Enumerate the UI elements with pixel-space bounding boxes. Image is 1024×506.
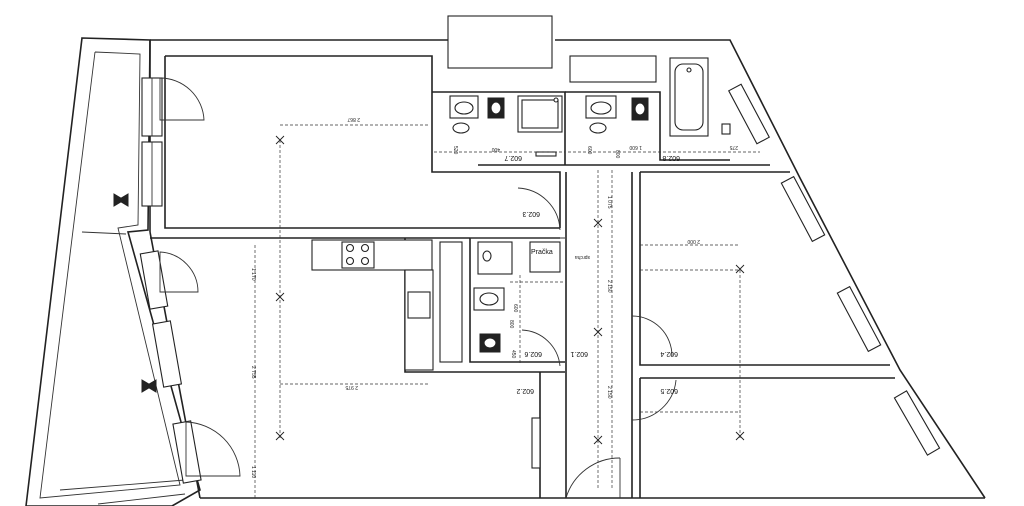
shower-label: sprcha: [575, 254, 590, 260]
doors: [159, 77, 677, 499]
dimension-text: 600: [586, 146, 592, 155]
dimension-text: 450: [510, 350, 516, 359]
outer-walls: [149, 39, 986, 499]
valve-icon: [113, 193, 129, 207]
sink-icon: [449, 95, 479, 134]
room-label-602-3: 602.3: [522, 210, 540, 217]
dimension-text: 2 867: [347, 116, 360, 122]
bathtub-icon: [669, 57, 709, 137]
dimension-text: 2 975: [345, 384, 358, 390]
toilet-icon: [631, 97, 649, 121]
exterior-box-large: [447, 15, 553, 69]
dimension-text: 800: [508, 320, 514, 329]
room-label-602-4: 602.4: [660, 350, 678, 357]
ceiling-points: [275, 135, 745, 445]
windows: [139, 77, 941, 484]
dimension-text: 800: [614, 150, 620, 159]
dimension-lines: [254, 124, 760, 498]
dimension-text: 400: [491, 146, 500, 152]
dimension-text: 520: [452, 146, 458, 155]
dimension-text: 1 170: [250, 268, 256, 281]
room-label-602-1: 602.1: [570, 350, 588, 357]
washing-machine-label: Pračka: [531, 249, 553, 256]
dimension-text: 1 075: [606, 196, 612, 209]
toilet-icon: [487, 97, 505, 119]
toilet-icon: [479, 333, 501, 353]
stove-icon: [341, 241, 375, 269]
room-label-602-8: 602.8: [662, 154, 680, 161]
floor-drain: [535, 151, 557, 157]
sink-icon: [585, 95, 617, 134]
wall-fixture: [721, 123, 731, 135]
room-label-602-5: 602.5: [660, 387, 678, 394]
balcony: [25, 37, 201, 506]
dimension-text: 600: [512, 304, 518, 313]
dimension-text: 275: [729, 144, 738, 150]
washing-machine-icon: [529, 241, 561, 273]
dimension-text: 1 600: [629, 144, 642, 150]
shower-tray-icon: [477, 241, 513, 275]
room-label-602-2: 602.2: [516, 387, 534, 394]
sink-icon: [473, 287, 505, 311]
shower-icon: [517, 95, 563, 133]
room-label-602-6: 602.6: [524, 350, 542, 357]
dimension-text: 2 755: [250, 366, 256, 379]
dimension-text: 2 000: [687, 238, 700, 244]
kitchen-counter: [311, 239, 463, 371]
interior-walls: [150, 55, 895, 498]
dimension-text: 2 150: [606, 386, 612, 399]
room-label-602-7: 602.7: [504, 154, 522, 161]
dimension-text: 1 110: [250, 466, 256, 478]
dimension-text: 2 150: [606, 280, 612, 293]
valve-icon: [141, 379, 157, 393]
exterior-box-small: [569, 55, 657, 83]
